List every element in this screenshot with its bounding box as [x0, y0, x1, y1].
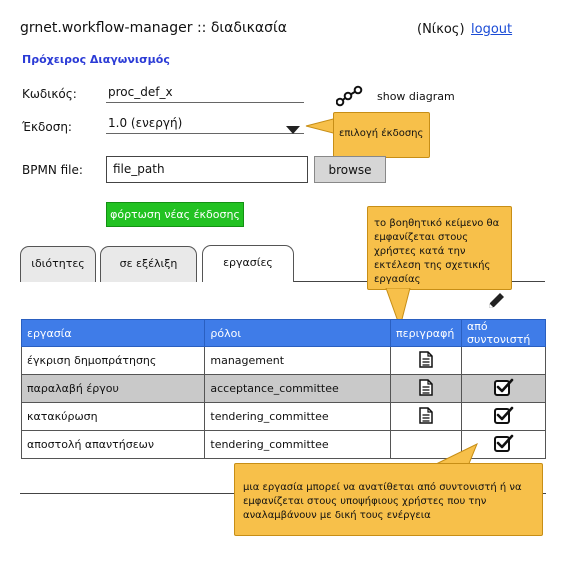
upload-version-button[interactable]: φόρτωση νέας έκδοσης [106, 202, 244, 227]
browse-button[interactable]: browse [314, 156, 386, 183]
supervisor-note: μια εργασία μπορεί να ανατίθεται από συν… [234, 463, 543, 536]
tab-tasks[interactable]: εργασίες [202, 245, 294, 282]
code-value: proc_def_x [108, 85, 173, 99]
browse-label: browse [328, 163, 372, 177]
task-cell: κατακύρωση [20, 402, 206, 431]
description-cell[interactable] [390, 374, 463, 403]
description-cell[interactable] [390, 346, 463, 375]
upload-version-label: φόρτωση νέας έκδοσης [110, 208, 240, 221]
tab-tasks-label: εργασίες [223, 256, 273, 269]
document-icon[interactable] [419, 350, 433, 371]
supervisor-cell[interactable] [461, 374, 546, 403]
version-value: 1.0 (ενεργή) [108, 116, 183, 130]
code-label: Κωδικός: [22, 87, 77, 101]
table-row[interactable]: κατακύρωση tendering_committee [20, 402, 546, 431]
table-header-row: εργασία ρόλοι περιγραφή από συντονιστή [20, 319, 546, 347]
column-header-task[interactable]: εργασία [20, 319, 206, 347]
chevron-down-icon[interactable] [285, 120, 301, 134]
role-cell: management [204, 346, 392, 375]
pencil-icon[interactable] [486, 291, 506, 311]
table-row[interactable]: έγκριση δημοπράτησης management [20, 346, 546, 375]
supervisor-cell[interactable] [461, 402, 546, 431]
help-note-text: το βοηθητικό κείμενο θα εμφανίζεται στου… [374, 218, 500, 285]
user-name: (Νίκος) [417, 22, 465, 37]
checkbox-checked-icon[interactable] [493, 434, 514, 455]
help-note-pointer [385, 288, 411, 328]
task-cell: παραλαβή έργου [20, 374, 206, 403]
logout-link[interactable]: logout [471, 22, 513, 37]
table-row[interactable]: αποστολή απαντήσεων tendering_committee [20, 430, 546, 459]
checkbox-checked-icon[interactable] [493, 378, 514, 399]
checkbox-checked-icon[interactable] [493, 406, 514, 427]
version-note-text: επιλογή έκδοσης [339, 128, 424, 139]
table-row[interactable]: παραλαβή έργου acceptance_committee [20, 374, 546, 403]
tab-properties-label: ιδιότητες [31, 257, 85, 270]
column-header-description[interactable]: περιγραφή [390, 319, 463, 347]
show-diagram-link[interactable]: show diagram [377, 90, 455, 103]
description-cell[interactable] [390, 402, 463, 431]
process-name: Πρόχειρος Διαγωνισμός [22, 53, 170, 66]
description-cell[interactable] [390, 430, 463, 459]
version-label: Έκδοση: [22, 120, 72, 134]
code-field[interactable]: proc_def_x [106, 85, 304, 103]
bpmn-file-value: file_path [113, 162, 165, 176]
supervisor-note-text: μια εργασία μπορεί να ανατίθεται από συν… [243, 482, 522, 521]
role-cell: acceptance_committee [204, 374, 392, 403]
diagram-nodes-icon[interactable] [335, 84, 364, 108]
tab-properties[interactable]: ιδιότητες [20, 246, 96, 282]
role-cell: tendering_committee [204, 402, 392, 431]
document-icon[interactable] [419, 378, 433, 399]
supervisor-cell[interactable] [461, 346, 546, 375]
tab-in-progress[interactable]: σε εξέλιξη [100, 246, 197, 282]
bpmn-label: BPMN file: [22, 163, 83, 177]
version-select[interactable]: 1.0 (ενεργή) [106, 116, 304, 134]
tasks-table: εργασία ρόλοι περιγραφή από συντονιστή έ… [20, 319, 546, 459]
task-cell: αποστολή απαντήσεων [20, 430, 206, 459]
document-icon[interactable] [419, 406, 433, 427]
role-cell: tendering_committee [204, 430, 392, 459]
column-header-roles[interactable]: ρόλοι [204, 319, 392, 347]
task-cell: έγκριση δημοπράτησης [20, 346, 206, 375]
page-title: grnet.workflow-manager :: διαδικασία [20, 20, 287, 36]
column-header-supervisor[interactable]: από συντονιστή [461, 319, 546, 347]
version-note: επιλογή έκδοσης [333, 112, 430, 158]
help-note: το βοηθητικό κείμενο θα εμφανίζεται στου… [367, 206, 512, 290]
bpmn-file-input[interactable]: file_path [106, 156, 308, 183]
tab-in-progress-label: σε εξέλιξη [119, 257, 178, 270]
